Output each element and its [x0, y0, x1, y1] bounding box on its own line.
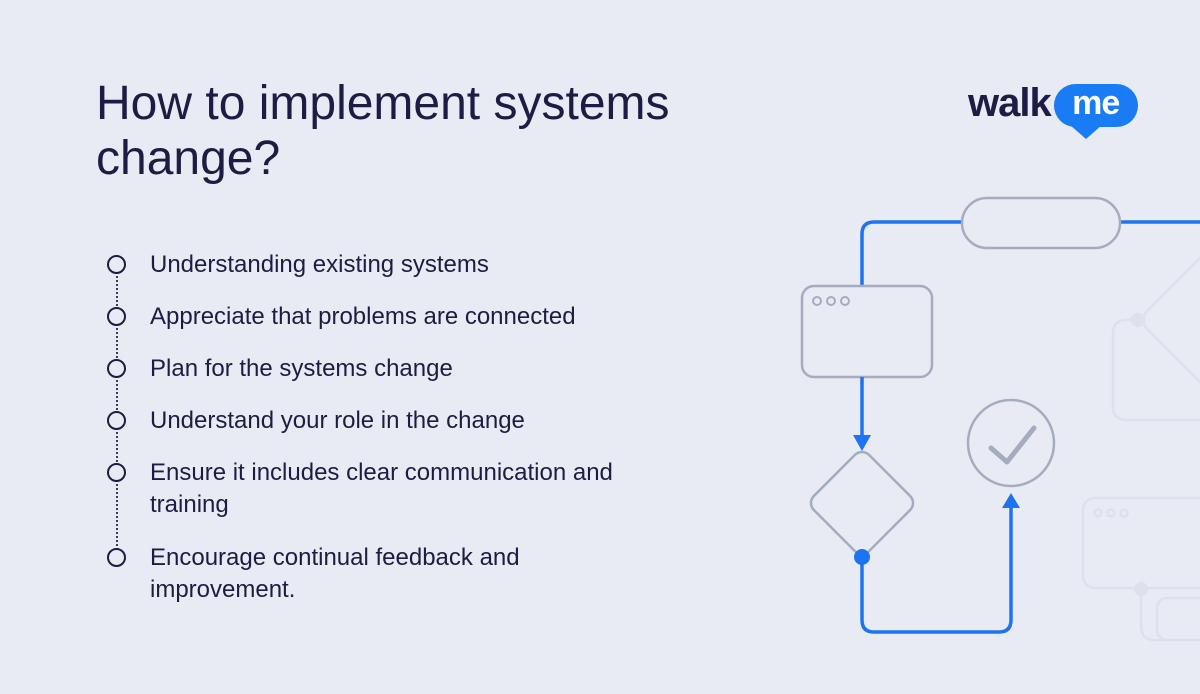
circle-bullet-icon — [107, 307, 126, 326]
connector-line-top — [860, 220, 1200, 287]
pill-node — [960, 196, 1122, 250]
circle-bullet-icon — [107, 548, 126, 567]
flowchart-illustration — [800, 196, 1200, 642]
connector-line-loop — [860, 508, 1013, 634]
list-item-label: Encourage continual feedback and improve… — [150, 544, 520, 603]
checklist: Understanding existing systems Appreciat… — [107, 249, 613, 606]
list-item: Understand your role in the change — [107, 405, 525, 437]
list-item-label: Understanding existing systems — [150, 251, 489, 278]
faint-window-dot — [1119, 508, 1129, 518]
check-circle-node — [966, 398, 1056, 488]
page-title: How to implement systems change? — [96, 77, 670, 185]
circle-bullet-icon — [107, 255, 126, 274]
faint-window-dot — [1106, 508, 1116, 518]
logo-walk-text: walk — [968, 81, 1052, 125]
faint-connector-dot — [1131, 313, 1145, 327]
checkmark-icon — [988, 425, 1037, 465]
logo-speech-bubble: me — [1053, 83, 1138, 139]
circle-bullet-icon — [107, 359, 126, 378]
list-item: Ensure it includes clear communication a… — [107, 457, 613, 521]
faint-card-node-2 — [1155, 596, 1200, 642]
list-item: Understanding existing systems — [107, 249, 489, 281]
list-item-label: Plan for the systems change — [150, 355, 453, 382]
arrow-up-icon — [1002, 493, 1020, 508]
walkme-logo: walk me — [968, 81, 1138, 139]
faint-window-dot — [1093, 508, 1103, 518]
window-dot-icon — [826, 296, 836, 306]
faint-connector-line — [1139, 589, 1200, 642]
arrow-down-icon — [853, 435, 871, 451]
list-item: Appreciate that problems are connected — [107, 301, 576, 333]
logo-bubble-tail — [1069, 124, 1102, 139]
window-dot-icon — [840, 296, 850, 306]
list-item-label: Appreciate that problems are connected — [150, 303, 576, 330]
browser-window-node — [800, 284, 934, 379]
list-item: Plan for the systems change — [107, 353, 453, 385]
circle-bullet-icon — [107, 463, 126, 482]
list-item-label: Understand your role in the change — [150, 407, 525, 434]
decision-diamond-node — [809, 450, 915, 556]
logo-me-text: me — [1072, 84, 1120, 122]
list-item-label: Ensure it includes clear communication a… — [150, 459, 613, 518]
window-dot-icon — [812, 296, 822, 306]
faint-diamond-node — [1141, 250, 1200, 390]
faint-browser-window-node — [1081, 496, 1200, 590]
faint-connector-dot — [1134, 582, 1148, 596]
list-item: Encourage continual feedback and improve… — [107, 542, 520, 606]
circle-bullet-icon — [107, 411, 126, 430]
